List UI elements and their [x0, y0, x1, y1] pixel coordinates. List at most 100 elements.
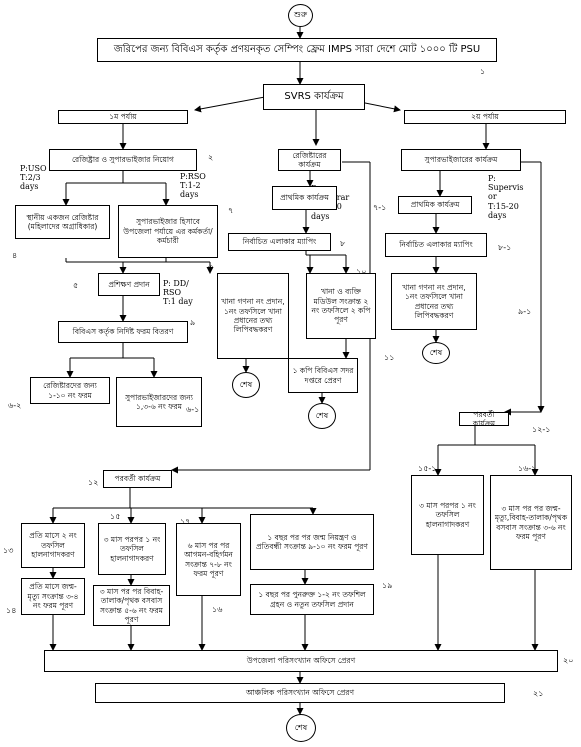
step-number-2: ২: [208, 153, 214, 162]
step-number-13: ১৩: [3, 546, 14, 555]
supervisor-quarterly-update-label: ৩ মাস পরপর ১ নং তফসিল হালনাগাদকরণ: [419, 500, 476, 529]
final-end-node: শেষ: [286, 714, 316, 742]
registrar-forms-box: রেজিষ্টারদের জন্য ১-১০ নং ফরম: [30, 377, 110, 404]
phase-1-box: ১ম পর্যায়: [58, 110, 188, 124]
svrs-program-label: SVRS কার্যক্রম: [284, 90, 344, 102]
registrar-household-list-label: খানা গণনা নং প্রদান, ১নং তফসিলে খানা প্র…: [221, 297, 285, 335]
yearly-birth-control-box: ১ বছর পর পর জন্ম নিয়ন্ত্রণ ও প্রতিবন্ধী…: [250, 514, 374, 570]
step-number-9-1: ৯-১: [518, 307, 532, 316]
registrar-work-label: রেজিষ্টারের কার্যক্রম: [292, 150, 327, 169]
registrar-later-box: পরবর্তী কার্যক্রম: [103, 470, 172, 488]
yearly-renew-label: ১ বছর পর পুনরুক্ত ১-২ নং তফশিল গ্রহন ও ন…: [258, 590, 366, 609]
form-distribution-box: বিবিএস কর্তৃক নির্দিষ্ট ফরম বিতরণ: [58, 321, 188, 343]
end-label: শেষ: [239, 379, 253, 389]
step-number-8-1: ৮-১: [498, 243, 512, 252]
monthly-update-box: প্রতি মাসে ২ নং তফসিল হালনাগাদকরণ: [21, 523, 85, 568]
step-number-17: ১৭: [180, 517, 191, 526]
quarterly-vital-box: ৩ মাস পর পর বিবাহ-তালাক/পৃথক বসবাস সংক্র…: [93, 585, 170, 626]
registrar-mapping-label: নির্বাচিত এলাকার ম্যাপিং: [242, 237, 317, 247]
send-copy-label: ১ কপি বিবিএস সদর দপ্তরে প্রেরণ: [292, 366, 354, 385]
dd-note: P: DD/ RSO T:1 day: [163, 279, 193, 307]
registrar-initial-label: প্রাথমিক কার্যক্রম: [280, 193, 329, 203]
yearly-birth-control-label: ১ বছর পর পর জন্ম নিয়ন্ত্রণ ও প্রতিবন্ধী…: [256, 532, 368, 551]
svrs-program-box: SVRS কার্যক্রম: [263, 84, 365, 110]
rso-note: P:RSO T:1-2 days: [180, 172, 206, 200]
sampling-frame-text: জরিপের জন্য বিবিএস কর্তৃক প্রণয়নকৃত সেম…: [113, 43, 481, 55]
supervisor-quarterly-vital-box: ৩ মাস পর পর জন্ম-মৃত্যু,বিবাহ-তালাক/পৃথক…: [490, 475, 572, 570]
supervisor-forms-box: সুপারভাইজারদের জন্য ১,৩-৬ নং ফরম: [116, 377, 202, 427]
supervisor-quarterly-vital-label: ৩ মাস পর পর জন্ম-মৃত্যু,বিবাহ-তালাক/পৃথক…: [494, 503, 568, 541]
quarterly-update-box: ৩ মাস পরপর ১ নং তফসিল হালনাগাদকরণ: [98, 523, 166, 575]
supervisor-staff-label: সুপারভাইজার হিসাবে উপজেলা পর্যায়ে এর কর…: [123, 217, 213, 246]
step-number-14: ১৪: [6, 606, 17, 615]
local-registrar-label: স্থানীয় একজন রেজিষ্টার (মহিলাদের অগ্রাধ…: [26, 212, 99, 231]
send-copy-box: ১ কপি বিবিএস সদর দপ্তরে প্রেরণ: [288, 358, 358, 393]
step-number-16: ১৬: [212, 605, 223, 614]
supervisor-end-node: শেষ: [422, 342, 450, 364]
yearly-renew-box: ১ বছর পর পুনরুক্ত ১-২ নং তফশিল গ্রহন ও ন…: [250, 584, 374, 615]
supervisor-later-box: পরবর্তী কার্যক্রম: [459, 409, 509, 428]
step-number-6-1: ৬-১: [186, 405, 200, 414]
step-number-1: ১: [480, 67, 486, 76]
appoint-label: রেজিষ্ট্রার ও সুপারভাইজার নিয়োগ: [72, 155, 174, 165]
step-number-4: ৪: [12, 251, 18, 260]
monthly-vital-box: প্রতি মাসে জন্ম-মৃত্যু সংক্রান্ত ৩-৪ নং …: [21, 578, 85, 615]
sampling-frame-box: জরিপের জন্য বিবিএস কর্তৃক প্রণয়নকৃত সেম…: [97, 38, 497, 62]
supervisor-forms-label: সুপারভাইজারদের জন্য ১,৩-৬ নং ফরম: [125, 392, 193, 411]
form-distribution-label: বিবিএস কর্তৃক নির্দিষ্ট ফরম বিতরণ: [72, 327, 174, 337]
monthly-update-label: প্রতি মাসে ২ নং তফসিল হালনাগাদকরণ: [29, 531, 77, 560]
monthly-vital-label: প্রতি মাসে জন্ম-মৃত্যু সংক্রান্ত ৩-৪ নং …: [27, 582, 79, 611]
local-registrar-box: স্থানীয় একজন রেজিষ্টার (মহিলাদের অগ্রাধ…: [15, 205, 110, 239]
registrar-mapping-box: নির্বাচিত এলাকার ম্যাপিং: [228, 233, 331, 251]
regional-office-box: আঞ্চলিক পরিসংখ্যান অফিসে প্রেরণ: [95, 683, 505, 703]
step-number-15-1: ১৫-১: [418, 464, 437, 473]
appoint-box: রেজিষ্ট্রার ও সুপারভাইজার নিয়োগ: [49, 149, 197, 171]
supervisor-initial-box: প্রাথমিক কার্যক্রম: [398, 196, 472, 214]
step-number-7-1: ৭-১: [373, 203, 387, 212]
step-number-12: ১২: [88, 478, 99, 487]
end-label: শেষ: [315, 410, 329, 420]
phase-2-box: ২য় পর্যায়: [404, 110, 566, 124]
start-label: শুরু: [293, 10, 308, 19]
supervisor-mapping-box: নির্বাচিত এলাকার ম্যাপিং: [385, 233, 487, 257]
registrar-initial-box: প্রাথমিক কার্যক্রম: [272, 186, 337, 210]
registrar-forms-label: রেজিষ্টারদের জন্য ১-১০ নং ফরম: [43, 381, 97, 400]
training-label: প্রশিক্ষণ প্রদান: [108, 279, 150, 289]
supervisor-note: P: Supervis or T:15-20 days: [488, 174, 524, 220]
upazila-office-label: উপজেলা পরিসংখ্যান অফিসে প্রেরণ: [246, 656, 356, 666]
step-number-3: ৩: [208, 263, 214, 272]
household-person-module-box: খানা ও ব্যক্তি মডিউল সংক্রান্ত ২ নং তফসি…: [306, 273, 376, 339]
step-number-15: ১৫: [110, 512, 121, 521]
uso-note: P:USO T:2/3 days: [20, 164, 47, 192]
supervisor-mapping-label: নির্বাচিত এলাকার ম্যাপিং: [399, 240, 473, 250]
supervisor-household-list-box: খানা গণনা নং প্রদান, ১নং তফসিলে খানা প্র…: [391, 273, 477, 330]
step-number-8: ৮: [340, 239, 346, 248]
six-month-migration-box: ৬ মাস পর পর আগমন-বহির্গমন সংক্রান্ত ৭-৮ …: [176, 523, 241, 596]
step-number-7: ৭: [228, 206, 234, 215]
household-person-module-label: খানা ও ব্যক্তি মডিউল সংক্রান্ত ২ নং তফসি…: [311, 287, 371, 325]
supervisor-work-box: সুপারভাইজারের কার্যক্রম: [401, 149, 521, 171]
step-number-20: ২০: [563, 656, 574, 665]
step-number-11: ১১: [384, 353, 395, 362]
upazila-office-box: উপজেলা পরিসংখ্যান অফিসে প্রেরণ: [44, 650, 558, 672]
supervisor-initial-label: প্রাথমিক কার্যক্রম: [410, 200, 460, 210]
supervisor-quarterly-update-box: ৩ মাস পরপর ১ নং তফসিল হালনাগাদকরণ: [411, 475, 484, 555]
registrar-end-node-1: শেষ: [232, 372, 260, 398]
supervisor-staff-box: সুপারভাইজার হিসাবে উপজেলা পর্যায়ে এর কর…: [118, 205, 218, 258]
regional-office-label: আঞ্চলিক পরিসংখ্যান অফিসে প্রেরণ: [245, 688, 355, 698]
end-label: শেষ: [294, 722, 308, 732]
supervisor-household-list-label: খানা গণনা নং প্রদান, ১নং তফসিলে খানা প্র…: [402, 282, 466, 320]
phase-1-label: ১ম পর্যায়: [109, 112, 137, 122]
step-number-12-1: ১২-১: [532, 425, 551, 434]
supervisor-later-label: পরবর্তী কার্যক্রম: [472, 409, 496, 428]
step-number-6-2: ৬-২: [8, 401, 22, 410]
phase-2-label: ২য় পর্যায়: [471, 112, 499, 122]
supervisor-work-label: সুপারভাইজারের কার্যক্রম: [424, 155, 498, 165]
step-number-10: ১০: [356, 267, 367, 276]
registrar-household-list-box: খানা গণনা নং প্রদান, ১নং তফসিলে খানা প্র…: [217, 273, 289, 359]
registrar-end-node-2: শেষ: [308, 403, 336, 429]
end-label: শেষ: [429, 347, 443, 357]
six-month-migration-label: ৬ মাস পর পর আগমন-বহির্গমন সংক্রান্ত ৭-৮ …: [184, 540, 233, 578]
step-number-5: ৫: [73, 281, 79, 290]
